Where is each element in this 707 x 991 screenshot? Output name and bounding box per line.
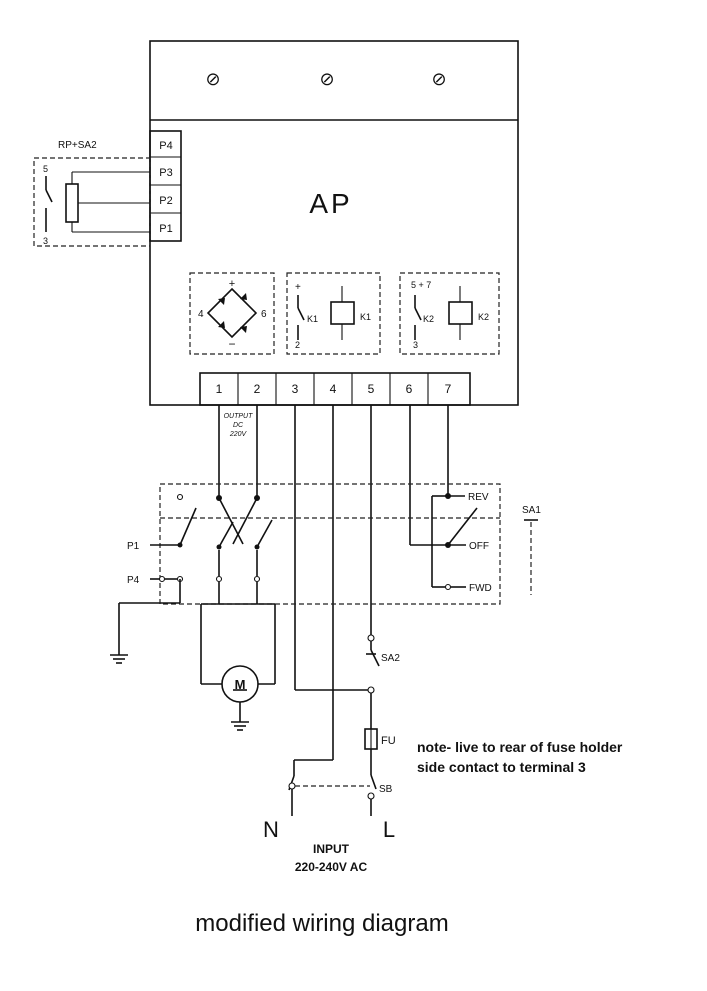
terminal-7: 7: [445, 382, 452, 396]
motor-label: M: [235, 677, 246, 692]
diagram-caption: modified wiring diagram: [195, 910, 448, 937]
potentiometer-rp-sa2: RP+SA2 5 3: [33, 140, 151, 247]
ap-label: AP: [309, 188, 352, 219]
terminal-wires: [218, 405, 449, 760]
relay-k2-top: 5 + 7: [411, 280, 431, 290]
input-voltage: 220-240V AC: [295, 860, 368, 874]
bridge-pin-6: 6: [261, 309, 267, 320]
live-label: L: [383, 817, 395, 842]
ap-unit-body: [149, 40, 519, 406]
terminal-p3: P3: [159, 167, 172, 179]
wiring-note: note- live to rear of fuse holder side c…: [417, 739, 623, 775]
switch-sa1: SA1 P1 P4 REV: [110, 483, 541, 664]
sa1-p1-label: P1: [127, 541, 140, 552]
output-note-line2: DC: [233, 422, 244, 429]
resistor-icon: [65, 183, 79, 223]
input-title: INPUT: [313, 842, 350, 856]
terminal-2: 2: [254, 382, 261, 396]
relay-k2: 5 + 7 3 K2 K2: [399, 272, 500, 355]
terminal-p4: P4: [159, 140, 172, 152]
terminal-strip-frame: [199, 372, 471, 406]
screw-3: ⊘: [431, 69, 446, 89]
terminal-strip: 1 2 3 4 5 6 7: [199, 372, 471, 406]
sa1-rev-label: REV: [468, 492, 489, 503]
bridge-dashed-box: [189, 272, 275, 355]
relay-k2-coil-label: K2: [478, 312, 489, 322]
terminal-5: 5: [368, 382, 375, 396]
relay-k2-coil-icon: [448, 301, 473, 325]
sa1-off-label: OFF: [469, 541, 489, 552]
screw-2: ⊘: [319, 69, 334, 89]
bridge-rectifier: + − 4 6: [189, 272, 275, 355]
sa1-p4-label: P4: [127, 575, 140, 586]
ground-icon-1: [110, 654, 128, 664]
terminal-4: 4: [330, 382, 337, 396]
relay-k1-top: +: [295, 282, 301, 293]
sa1-label: SA1: [522, 505, 541, 516]
relay-k1-coil-icon: [330, 301, 355, 325]
ap-unit: ⊘ ⊘ ⊘ AP: [149, 40, 519, 406]
switch-sa1-dashed-box: [159, 483, 501, 605]
terminal-p1: P1: [159, 223, 172, 235]
output-dc-note: OUTPUT DC 220V: [224, 413, 254, 438]
motor-circuit: M: [200, 582, 276, 731]
relay-k1: + 2 K1 K1: [286, 272, 381, 355]
sb-label: SB: [379, 784, 393, 795]
terminal-p2: P2: [159, 195, 172, 207]
relay-k1-bottom: 2: [295, 340, 300, 350]
bridge-minus: −: [228, 337, 235, 351]
output-note-line1: OUTPUT: [224, 413, 254, 420]
terminal-6: 6: [406, 382, 413, 396]
relay-k1-contact-label: K1: [307, 314, 318, 324]
relay-k1-dashed-box: [286, 272, 381, 355]
fuse-label: FU: [381, 735, 396, 747]
note-line-1: note- live to rear of fuse holder: [417, 739, 623, 755]
sa1-fwd-label: FWD: [469, 583, 492, 594]
input-section: N L INPUT 220-240V AC: [263, 817, 395, 874]
screw-1: ⊘: [205, 69, 220, 89]
neutral-label: N: [263, 817, 279, 842]
terminal-1: 1: [216, 382, 223, 396]
bridge-plus: +: [229, 278, 235, 290]
ground-icon-2: [231, 721, 249, 731]
sa2-label: SA2: [381, 653, 400, 664]
pot-terminal-block: P4 P3 P2 P1: [149, 130, 182, 242]
relay-k1-coil-label: K1: [360, 312, 371, 322]
bridge-diode-icon: [206, 287, 258, 339]
note-line-2: side contact to terminal 3: [417, 759, 586, 775]
relay-k2-bottom: 3: [413, 340, 418, 350]
potentiometer-dashed-box: [33, 157, 151, 247]
pot-pin-5: 5: [43, 164, 48, 174]
relay-k2-contact-label: K2: [423, 314, 434, 324]
terminal-3: 3: [292, 382, 299, 396]
bridge-pin-4: 4: [198, 309, 204, 320]
output-note-line3: 220V: [229, 431, 248, 438]
pot-pin-3: 3: [43, 236, 48, 246]
potentiometer-label: RP+SA2: [58, 140, 97, 151]
relay-k2-dashed-box: [399, 272, 500, 355]
live-chain: SA2 FU SB: [288, 634, 400, 816]
